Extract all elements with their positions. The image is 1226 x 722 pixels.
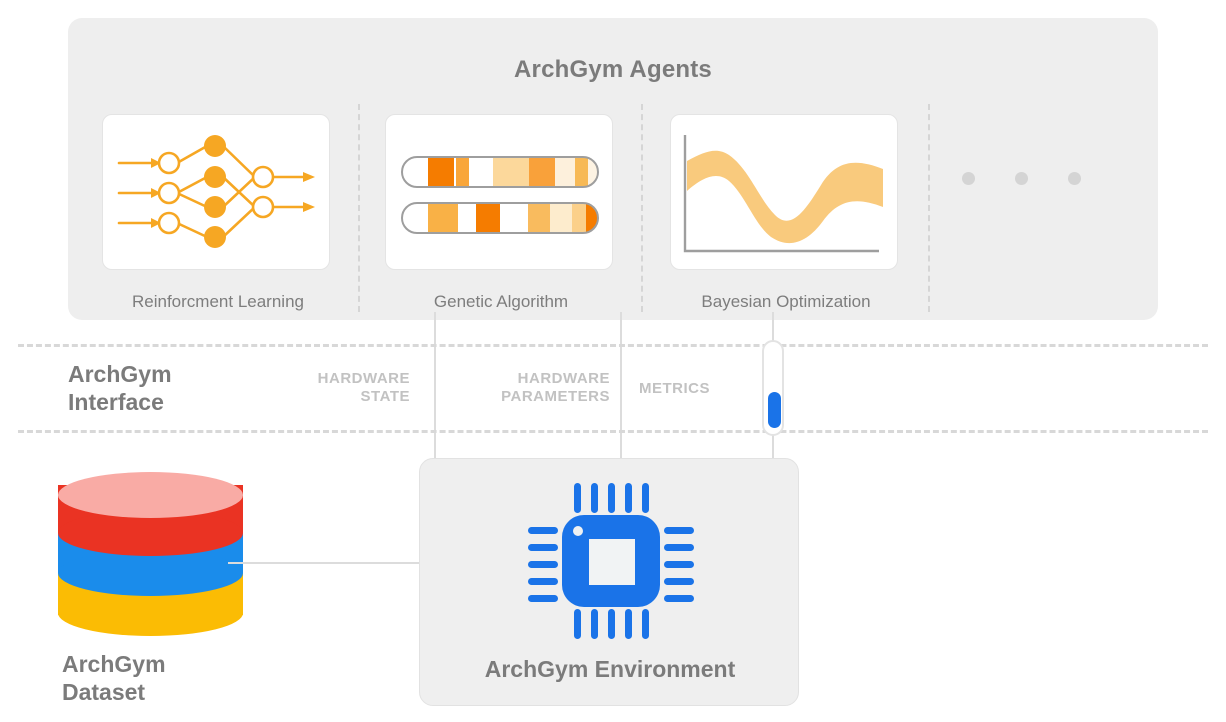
- interface-title: ArchGym Interface: [68, 360, 278, 416]
- dataset-label: ArchGym Dataset: [62, 650, 292, 706]
- interface-boundary-bottom: [18, 430, 1208, 433]
- confidence-band-chart-icon: [683, 135, 883, 253]
- agent-label-bayesian-optimization: Bayesian Optimization: [701, 292, 871, 311]
- agent-card-body: [385, 114, 613, 270]
- ellipsis-dot: [1068, 172, 1081, 185]
- chromosome-icon: [401, 156, 599, 234]
- agent-label-genetic-algorithm: Genetic Algorithm: [433, 292, 569, 311]
- metrics-slider[interactable]: [762, 340, 784, 436]
- interface-title-line1: ArchGym: [68, 361, 172, 387]
- channel-label-hardware-state: HARDWARE STATE: [255, 370, 410, 406]
- neural-network-icon: [117, 135, 315, 248]
- connector-hardware-state: [434, 312, 436, 462]
- ellipsis-dot: [1015, 172, 1028, 185]
- agent-card-body: [670, 114, 898, 270]
- dataset-label-line2: Dataset: [62, 679, 146, 706]
- channel-label-line2: STATE: [360, 388, 410, 405]
- interface-title-line2: Interface: [68, 389, 164, 416]
- channel-label-line2: PARAMETERS: [501, 388, 610, 405]
- more-agents-ellipsis: [958, 172, 1088, 192]
- agents-panel-title: ArchGym Agents: [514, 56, 712, 83]
- channel-label-line1: HARDWARE: [517, 370, 610, 387]
- channel-label-line1: METRICS: [639, 380, 710, 397]
- agent-card-genetic-algorithm[interactable]: Genetic Algorithm: [385, 114, 617, 312]
- channel-label-metrics: METRICS: [575, 380, 710, 398]
- connector-dataset-environment: [228, 562, 420, 564]
- database-cylinder-icon: [58, 470, 243, 642]
- channel-label-line1: HARDWARE: [317, 370, 410, 387]
- channel-label-hardware-parameters: HARDWARE PARAMETERS: [430, 370, 610, 406]
- ellipsis-dot: [962, 172, 975, 185]
- environment-label: ArchGym Environment: [484, 656, 736, 682]
- interface-boundary-top: [18, 344, 1208, 347]
- metrics-slider-thumb[interactable]: [768, 392, 781, 428]
- agent-divider-3: [928, 104, 930, 312]
- agent-card-reinforcement-learning[interactable]: Reinforcment Learning: [102, 114, 334, 312]
- dataset-cylinder: [58, 470, 248, 645]
- agent-card-body: [102, 114, 330, 270]
- agents-panel: ArchGym Agents: [68, 18, 1158, 320]
- environment-box[interactable]: ArchGym Environment: [419, 458, 799, 706]
- dataset-label-line1: ArchGym: [62, 651, 166, 677]
- agent-divider-2: [641, 104, 643, 312]
- agent-card-bayesian-optimization[interactable]: Bayesian Optimization: [670, 114, 902, 312]
- dataset-layer-top: [58, 472, 243, 518]
- connector-hardware-parameters: [620, 312, 622, 462]
- agent-label-reinforcement-learning: Reinforcment Learning: [132, 292, 304, 311]
- cpu-chip-icon: [528, 483, 694, 639]
- agent-divider-1: [358, 104, 360, 312]
